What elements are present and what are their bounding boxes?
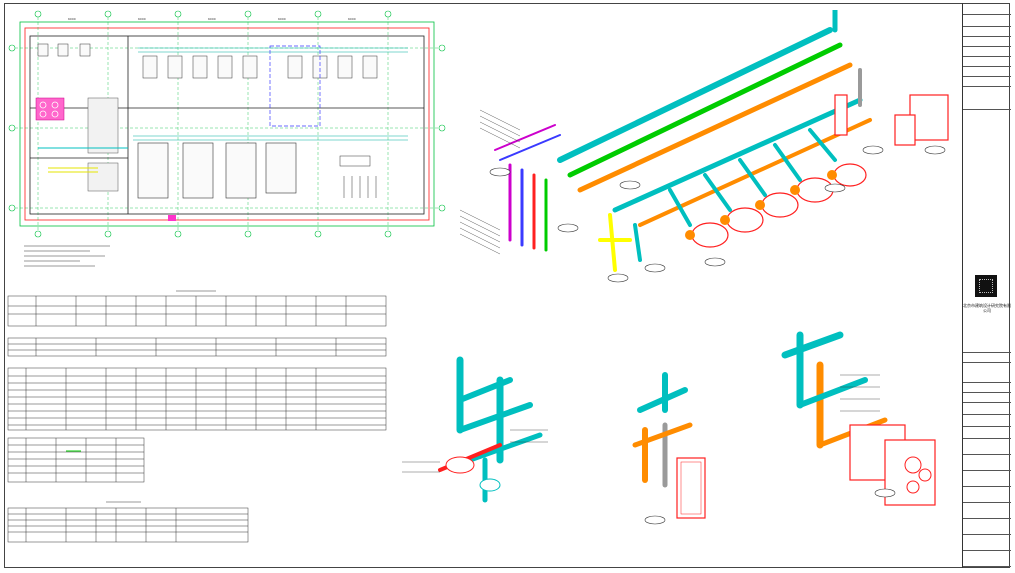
- title-block-row: [963, 353, 1011, 363]
- title-block-row: [963, 3, 1011, 15]
- title-block-row: [963, 57, 1011, 67]
- svg-text:6000: 6000: [348, 17, 356, 21]
- svg-text:6000: 6000: [138, 17, 146, 21]
- equipment-schedule: [6, 286, 390, 546]
- isometric-drawing: [459, 10, 949, 283]
- notes-lines: [24, 245, 110, 267]
- iso-view-1: [400, 350, 550, 520]
- iso-view-3-drawing: [781, 331, 936, 506]
- title-block-row: [963, 67, 1011, 77]
- title-block-row: [963, 415, 1011, 427]
- title-block-row: [963, 343, 1011, 353]
- plan-notes: [20, 242, 120, 270]
- title-block-row: [963, 403, 1011, 415]
- title-block-row: [963, 519, 1011, 535]
- firm-name: 北京市建筑设计研究院有限公司: [963, 303, 1011, 313]
- title-block-row: [963, 535, 1011, 551]
- title-block-row: [963, 27, 1011, 37]
- title-block: 北京市建筑设计研究院有限公司: [962, 3, 1011, 568]
- title-block-row: [963, 393, 1011, 403]
- title-block-row: [963, 98, 1011, 110]
- title-block-row: [963, 487, 1011, 503]
- main-isometric: [440, 10, 955, 290]
- floor-plan: 6000 6000 6000 6000 6000: [8, 8, 448, 240]
- title-block-row: [963, 47, 1011, 57]
- title-block-row: [963, 15, 1011, 27]
- iso-view-3: [745, 325, 940, 515]
- title-block-row: [963, 427, 1011, 439]
- title-block-row: [963, 439, 1011, 455]
- title-block-row: [963, 373, 1011, 383]
- title-block-row: [963, 455, 1011, 471]
- floor-plan-drawing: 6000 6000 6000 6000 6000: [8, 10, 446, 238]
- iso-view-2-drawing: [632, 372, 706, 525]
- schedule-tables: [7, 290, 387, 543]
- iso-view-1-drawing: [402, 356, 548, 503]
- iso-view-2: [595, 370, 725, 535]
- firm-logo: [975, 275, 997, 297]
- svg-text:6000: 6000: [208, 17, 216, 21]
- title-block-row: [963, 551, 1011, 567]
- svg-text:6000: 6000: [68, 17, 76, 21]
- svg-text:6000: 6000: [278, 17, 286, 21]
- sheet-border: [4, 3, 1010, 568]
- title-block-row: [963, 503, 1011, 519]
- title-block-row: [963, 471, 1011, 487]
- title-block-row: [963, 37, 1011, 47]
- title-block-row: [963, 383, 1011, 393]
- title-block-row: [963, 77, 1011, 87]
